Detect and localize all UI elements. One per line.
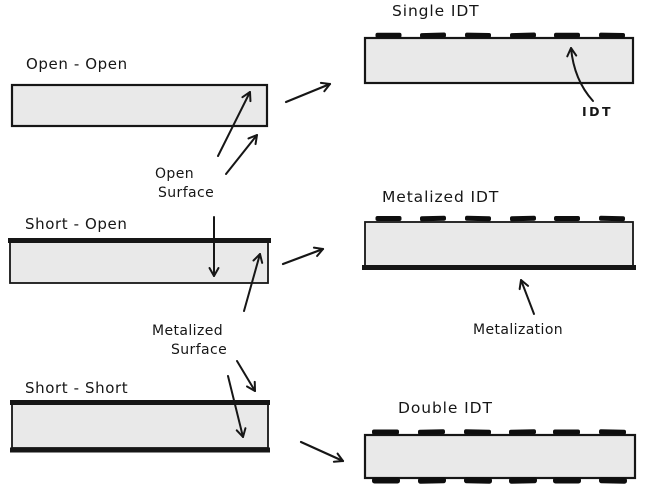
arrow-open-open-to-single-idt	[284, 81, 332, 104]
arrow-metalized-surface-to-short-short-bottom	[227, 375, 247, 438]
annotation-idt: IDT	[566, 47, 613, 119]
panel-single-idt-title: Single IDT	[392, 2, 480, 20]
annotation-metalized-surface: Metalized Surface	[152, 252, 264, 438]
open-surface-label-line2: Surface	[158, 185, 214, 201]
idt-finger	[509, 215, 537, 222]
idt-fingers-single-top	[375, 32, 626, 39]
arrow-open-surface-to-open-open-bottom	[225, 134, 258, 175]
panel-short-short-label: Short - Short	[25, 379, 128, 397]
panel-metalized-idt: Metalized IDT	[362, 188, 636, 270]
idt-pointer-label: IDT	[582, 104, 613, 119]
idt-fingers-double-bottom	[372, 477, 628, 484]
idt-finger	[598, 477, 628, 484]
arrow-metalized-surface-to-short-short-top	[236, 360, 256, 392]
panel-double-idt-title: Double IDT	[398, 399, 493, 417]
arrow-metalization-to-bottom-edge	[518, 279, 535, 315]
arrow-short-short-to-double-idt	[299, 440, 345, 463]
open-surface-label-line1: Open	[155, 166, 194, 182]
idt-finger	[372, 429, 399, 435]
arrow-idt-to-finger	[566, 47, 594, 102]
idt-finger	[553, 429, 580, 435]
panel-single-idt: Single IDT	[363, 2, 635, 85]
idt-finger	[598, 215, 626, 222]
idt-finger	[463, 429, 492, 435]
substrate-single-idt	[363, 36, 635, 85]
idt-finger	[372, 477, 400, 484]
arrow-open-surface-to-open-open-top	[217, 91, 252, 157]
substrate-metalized-idt	[364, 221, 634, 268]
metalized-surface-label-line1: Metalized	[152, 323, 223, 339]
idt-finger	[464, 32, 492, 39]
substrate-open-open	[10, 83, 269, 128]
idt-finger	[553, 477, 581, 484]
substrate-double-idt	[363, 433, 637, 480]
idt-finger	[509, 32, 537, 39]
panel-open-open-label: Open - Open	[26, 55, 128, 73]
idt-finger	[417, 429, 446, 435]
panel-open-open: Open - Open	[10, 55, 269, 128]
annotation-metalization: Metalization	[473, 279, 563, 338]
idt-finger	[419, 32, 447, 39]
idt-finger	[419, 215, 447, 222]
substrate-short-short	[11, 403, 269, 449]
annotation-open-surface: Open Surface	[155, 91, 258, 277]
idt-fingers-double-top	[372, 429, 627, 435]
idt-finger	[598, 32, 626, 39]
idt-finger	[554, 32, 580, 38]
flow-arrows	[281, 81, 345, 463]
metalized-surface-label-line2: Surface	[171, 342, 227, 358]
idt-finger	[464, 215, 492, 222]
arrow-metalized-surface-to-short-open-top	[243, 252, 264, 312]
panel-short-open-label: Short - Open	[25, 215, 127, 233]
idt-finger	[463, 477, 493, 484]
panel-metalized-idt-title: Metalized IDT	[382, 188, 499, 206]
idt-finger	[375, 216, 402, 221]
idt-fingers-metalized-top	[375, 215, 626, 222]
panel-short-open: Short - Open	[8, 215, 271, 284]
idt-finger	[598, 429, 627, 435]
idt-finger	[375, 32, 402, 38]
metalization-pointer-label: Metalization	[473, 322, 563, 338]
idt-finger	[508, 429, 537, 435]
idt-finger	[508, 477, 538, 484]
idt-finger	[417, 477, 447, 484]
panel-short-short: Short - Short	[10, 379, 270, 453]
panel-double-idt: Double IDT	[363, 399, 637, 484]
arrow-short-open-to-metalized-idt	[281, 246, 325, 266]
idt-finger	[554, 216, 580, 221]
substrate-short-open	[9, 241, 269, 284]
